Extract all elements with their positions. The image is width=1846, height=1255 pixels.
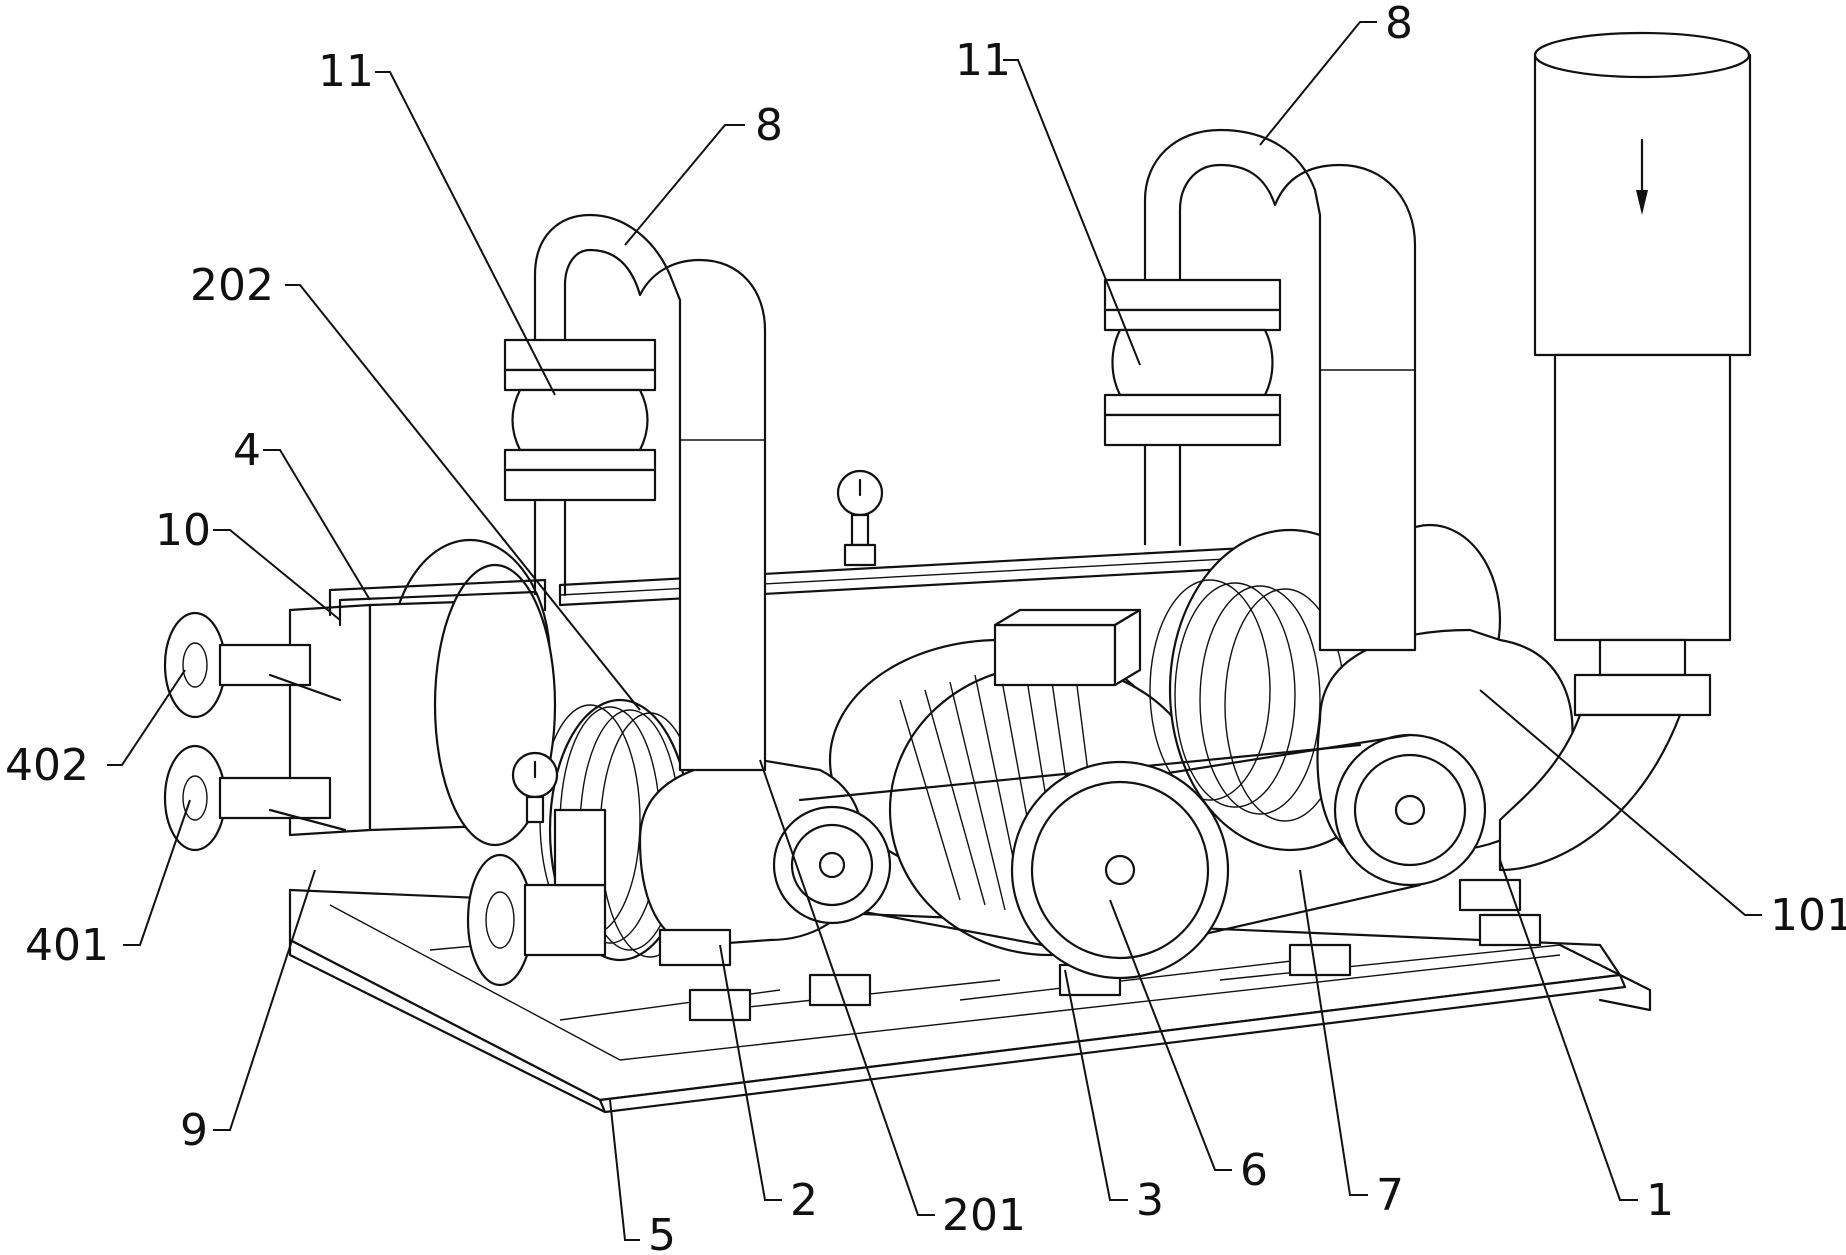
inlet-silencer — [1498, 31, 1752, 872]
pressure-gauge-icon — [836, 469, 884, 567]
leader-lines — [107, 21, 1762, 1241]
label-2: 2 — [790, 1175, 818, 1226]
right-discharge-pipe — [1103, 128, 1417, 652]
inlet-flange-402 — [163, 611, 342, 719]
label-6: 6 — [1240, 1145, 1268, 1196]
label-8-left: 8 — [755, 100, 783, 151]
label-7: 7 — [1376, 1170, 1404, 1221]
belt-drive — [772, 733, 1422, 980]
label-11-left: 11 — [318, 46, 374, 97]
left-flange-upper — [503, 338, 657, 372]
label-9: 9 — [180, 1105, 208, 1156]
reference-labels: 11 8 11 8 202 4 10 402 401 9 5 2 201 3 6… — [5, 0, 1846, 1255]
label-202: 202 — [190, 260, 274, 311]
right-bellows — [1111, 328, 1274, 397]
right-flange-upper — [1103, 278, 1282, 312]
label-3: 3 — [1136, 1175, 1164, 1226]
discharge-valve — [466, 808, 607, 987]
label-11-right: 11 — [955, 35, 1011, 86]
pressure-gauge-icon — [511, 751, 559, 824]
silencer-flange — [1573, 673, 1712, 717]
label-1: 1 — [1646, 1175, 1674, 1226]
outlet-flange-401 — [163, 744, 347, 852]
label-401: 401 — [25, 920, 109, 971]
label-8-right: 8 — [1385, 0, 1413, 49]
left-discharge-pipe — [503, 213, 767, 772]
label-101: 101 — [1770, 890, 1846, 941]
top-manifold — [558, 543, 1302, 607]
label-402: 402 — [5, 740, 89, 791]
label-10: 10 — [155, 505, 211, 556]
label-201: 201 — [942, 1190, 1026, 1241]
left-bellows — [511, 388, 649, 452]
label-5: 5 — [648, 1210, 676, 1255]
label-4: 4 — [233, 425, 261, 476]
